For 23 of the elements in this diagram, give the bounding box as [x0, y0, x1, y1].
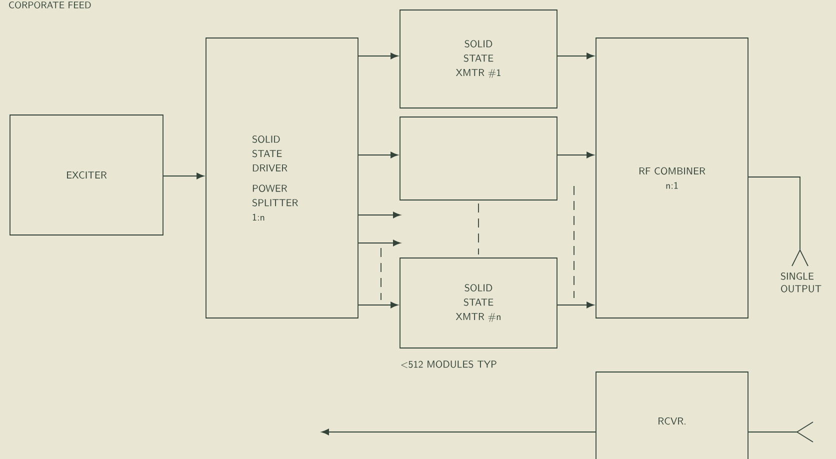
- transmitter-box: SOLID STATE XMTR #n: [400, 258, 558, 348]
- exciter-box: EXCITER: [10, 114, 164, 236]
- arrow: [163, 172, 204, 180]
- arrow: [557, 302, 594, 308]
- arrow: [358, 52, 398, 60]
- arrow: [358, 302, 398, 308]
- arrow: [557, 52, 594, 60]
- note: <512 MODULES TYP: [401, 360, 496, 368]
- arrow: [358, 152, 398, 158]
- arrow: [321, 428, 596, 436]
- label: SINGLE OUTPUT: [780, 272, 822, 292]
- antenna-line: [748, 176, 808, 266]
- driver-box: SOLID STATE DRIVER POWER SPLITTER 1:n: [206, 38, 358, 318]
- arrow: [358, 240, 401, 246]
- combiner-box: RF COMBINER n:1: [596, 38, 748, 318]
- arrow: [557, 152, 594, 158]
- transmitter-box: SOLID STATE XMTR #1: [400, 10, 558, 108]
- title: CORPORATE FEED: [9, 1, 91, 8]
- arrow: [358, 212, 401, 218]
- dashed-link: [478, 203, 479, 255]
- antenna-line: [748, 422, 814, 442]
- receiver-box: RCVR.: [596, 372, 748, 459]
- transmitter-box: [400, 116, 558, 200]
